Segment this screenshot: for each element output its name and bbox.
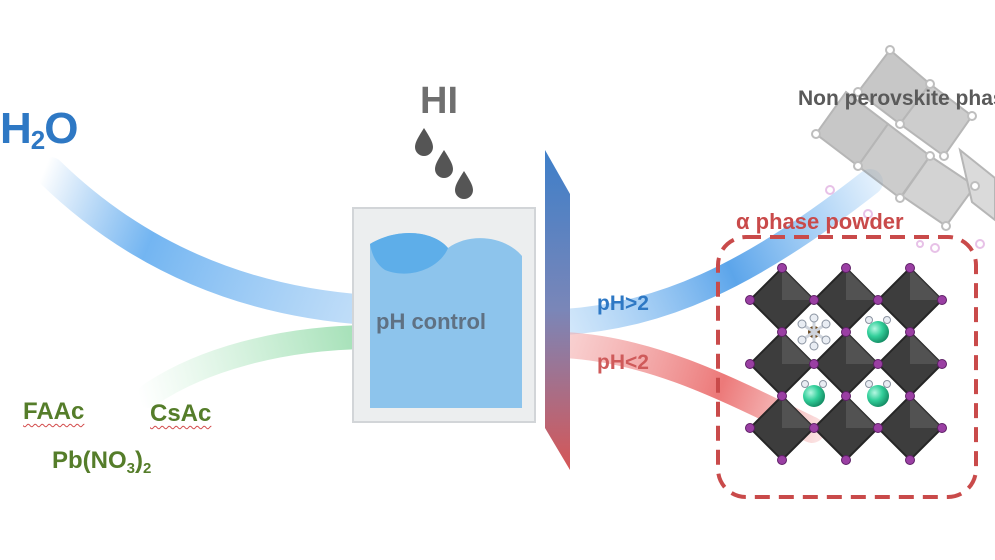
cs-cation bbox=[867, 385, 889, 407]
hydrogen-atom bbox=[797, 319, 807, 329]
iodide-atom bbox=[841, 455, 851, 465]
non-perovskite-structure-icon bbox=[811, 45, 995, 253]
octahedron-facet bbox=[782, 396, 814, 428]
octahedron-facet bbox=[846, 268, 878, 300]
acid-label: HI bbox=[420, 80, 458, 122]
droplet-icon bbox=[415, 128, 473, 199]
iodide-atom bbox=[937, 359, 947, 369]
iodide-atom bbox=[841, 391, 851, 401]
iodide-atom bbox=[937, 423, 947, 433]
octahedron-facet bbox=[846, 332, 878, 364]
alpha-phase-label: α phase powder bbox=[736, 209, 904, 234]
hydrogen-atom bbox=[883, 316, 891, 324]
hydrogen-atom bbox=[819, 380, 827, 388]
iodide-atom bbox=[777, 263, 787, 273]
hydrogen-atom bbox=[865, 316, 873, 324]
ph-gradient-bar bbox=[545, 150, 570, 470]
iodide-atom bbox=[777, 391, 787, 401]
iodide-atom bbox=[905, 263, 915, 273]
iodide-atom bbox=[745, 359, 755, 369]
iodide-atom bbox=[745, 295, 755, 305]
hydrogen-atom bbox=[883, 380, 891, 388]
reagent-faac: FAAc bbox=[23, 398, 85, 425]
iodide-atom bbox=[745, 423, 755, 433]
ph-high-label: pH>2 bbox=[597, 292, 649, 315]
iodide-atom bbox=[937, 295, 947, 305]
octahedra-lattice-icon bbox=[745, 263, 947, 465]
octahedron-facet bbox=[846, 396, 878, 428]
cs-cation bbox=[803, 385, 825, 407]
octahedron-facet bbox=[910, 396, 942, 428]
non-perovskite-label: Non perovskite phase bbox=[798, 87, 995, 110]
iodide-atom bbox=[905, 327, 915, 337]
iodide-atom bbox=[809, 295, 819, 305]
hydrogen-atom bbox=[809, 313, 819, 323]
hydrogen-atom bbox=[865, 380, 873, 388]
hydrogen-atom bbox=[821, 319, 831, 329]
iodide-atom bbox=[777, 455, 787, 465]
beaker-icon bbox=[352, 207, 536, 423]
octahedron-facet bbox=[782, 268, 814, 300]
iodide-atom bbox=[777, 327, 787, 337]
iodide-atom bbox=[841, 327, 851, 337]
precursor-stream bbox=[136, 325, 380, 408]
iodide-atom bbox=[873, 359, 883, 369]
iodide-atom bbox=[873, 423, 883, 433]
cs-cation bbox=[867, 321, 889, 343]
octahedron-facet bbox=[782, 332, 814, 364]
hydrogen-atom bbox=[797, 335, 807, 345]
ph-low-label: pH<2 bbox=[597, 351, 649, 374]
hydrogen-atom bbox=[801, 380, 809, 388]
water-label: H2O bbox=[0, 104, 78, 155]
iodide-atom bbox=[841, 263, 851, 273]
iodide-atom bbox=[809, 423, 819, 433]
water-stream bbox=[35, 157, 383, 325]
iodide-atom bbox=[809, 359, 819, 369]
iodide-atom bbox=[905, 455, 915, 465]
octahedron-facet bbox=[910, 332, 942, 364]
vessel-label: pH control bbox=[376, 309, 486, 334]
hydrogen-atom bbox=[809, 341, 819, 351]
alpha-phase-box bbox=[716, 235, 978, 499]
iodide-atom bbox=[905, 391, 915, 401]
iodide-atom bbox=[873, 295, 883, 305]
reagent-csac: CsAc bbox=[150, 400, 212, 427]
ph-high-stream bbox=[552, 169, 883, 335]
reagent-lead-nitrate: Pb(NO3)2 bbox=[52, 447, 152, 477]
hydrogen-atom bbox=[821, 335, 831, 345]
octahedron-facet bbox=[910, 268, 942, 300]
